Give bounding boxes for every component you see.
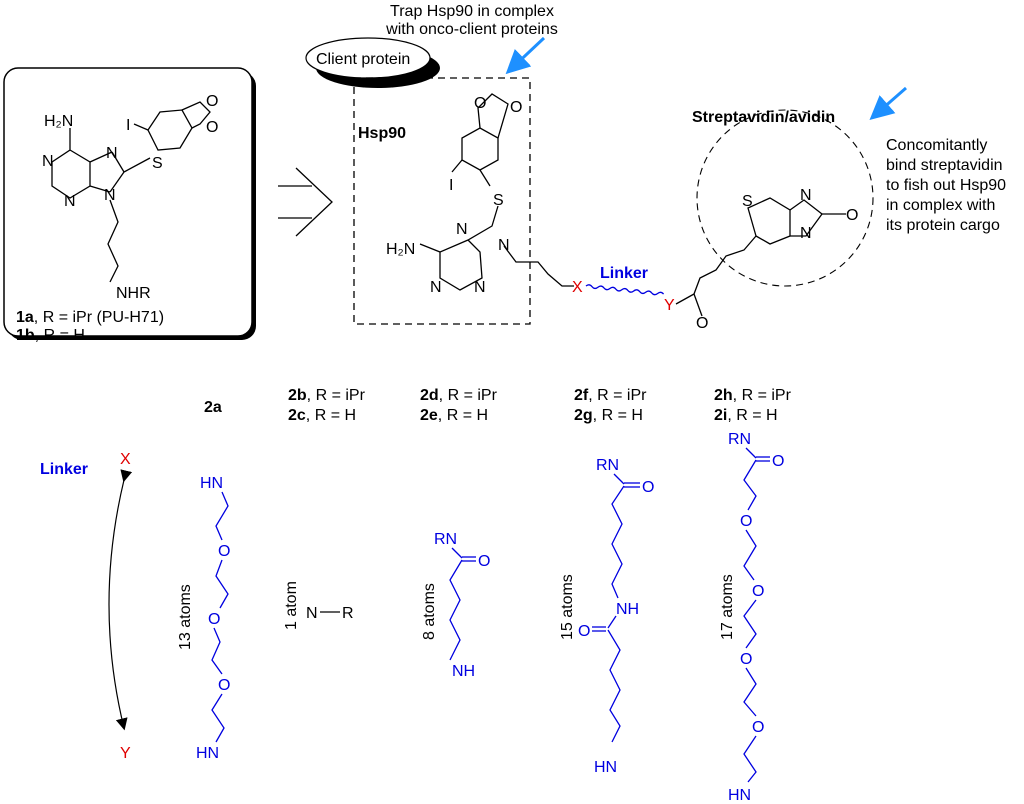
svg-text:N: N: [42, 153, 54, 170]
client-protein-ellipse: Client protein: [305, 37, 440, 88]
svg-text:HN: HN: [200, 475, 223, 492]
svg-text:O: O: [578, 623, 590, 640]
atom-count-2a: 13 atoms: [177, 584, 194, 650]
compound-2d-label: 2d, R = iPr: [420, 387, 498, 404]
linker-2bc-structure: N R: [306, 605, 354, 622]
svg-text:O: O: [752, 719, 764, 736]
svg-text:O: O: [206, 93, 218, 110]
svg-text:O: O: [740, 513, 752, 530]
svg-text:N: N: [430, 279, 442, 296]
biotin-structure: S N N O O: [675, 187, 858, 332]
compound-2e-label: 2e, R = H: [420, 407, 488, 424]
bind-note: Concomitantly bind streptavidin to fish …: [886, 137, 1006, 234]
svg-text:O: O: [740, 651, 752, 668]
svg-text:N: N: [456, 221, 468, 238]
svg-text:in complex with: in complex with: [886, 197, 995, 214]
svg-text:N: N: [64, 193, 76, 210]
linker-2hi-structure: RN O O O O O HN: [728, 431, 784, 804]
compound-2g-label: 2g, R = H: [574, 407, 643, 424]
atom-count-2bc: 1 atom: [283, 581, 300, 630]
svg-text:O: O: [206, 119, 218, 136]
svg-text:O: O: [478, 553, 490, 570]
compound-1b-label: 1b, R = H: [16, 327, 85, 344]
compound-2f-label: 2f, R = iPr: [574, 387, 647, 404]
svg-text:RN: RN: [596, 457, 619, 474]
hsp90-box: [353, 77, 531, 325]
svg-text:with onco-client proteins: with onco-client proteins: [385, 21, 558, 38]
compound-1-structure: H₂N N N N N S I O O NHR: [42, 93, 218, 302]
compound-1a-label: 1a, R = iPr (PU-H71): [16, 309, 164, 326]
svg-text:N: N: [498, 237, 510, 254]
compound-2c-label: 2c, R = H: [288, 407, 356, 424]
svg-text:N: N: [306, 605, 318, 622]
svg-text:O: O: [208, 611, 220, 628]
atom-count-2de: 8 atoms: [421, 583, 438, 640]
svg-text:N: N: [800, 187, 812, 204]
linker-2fg-structure: RN O NH O HN: [578, 457, 654, 776]
svg-text:Client protein: Client protein: [316, 51, 410, 68]
compound-2h-label: 2h, R = iPr: [714, 387, 792, 404]
reaction-arrow: [278, 167, 333, 237]
compound-2i-label: 2i, R = H: [714, 407, 778, 424]
svg-text:RN: RN: [434, 531, 457, 548]
double-arrow-icon: [108, 469, 133, 731]
svg-text:O: O: [474, 95, 486, 112]
svg-text:R: R: [342, 605, 354, 622]
compound-2a-label: 2a: [204, 399, 222, 416]
svg-text:N: N: [104, 187, 116, 204]
atom-count-2fg: 15 atoms: [559, 574, 576, 640]
linker-wavy-line: [585, 284, 665, 296]
linker-label: Linker: [600, 265, 648, 282]
svg-text:N: N: [800, 225, 812, 242]
svg-text:HN: HN: [594, 759, 617, 776]
svg-text:NHR: NHR: [116, 285, 151, 302]
linker-key-y: Y: [120, 745, 131, 762]
svg-text:bind streptavidin: bind streptavidin: [886, 157, 1003, 174]
linker-2de-structure: RN O NH: [434, 531, 490, 680]
linker-key-label: Linker: [40, 461, 88, 478]
svg-text:H₂N: H₂N: [386, 241, 415, 258]
svg-text:to fish out Hsp90: to fish out Hsp90: [886, 177, 1006, 194]
svg-text:O: O: [772, 453, 784, 470]
streptavidin-circle: [696, 109, 874, 287]
compound-1-panel: H₂N N N N N S I O O NHR 1a, R = iPr (PU-…: [3, 67, 256, 344]
compound-2b-label: 2b, R = iPr: [288, 387, 366, 404]
linker-key-x: X: [120, 451, 131, 468]
streptavidin-label: Streptavidin/avidin: [692, 109, 835, 126]
svg-text:NH: NH: [452, 663, 475, 680]
trap-note: Trap Hsp90 in complex: [390, 3, 554, 20]
svg-text:N: N: [474, 279, 486, 296]
svg-text:O: O: [752, 583, 764, 600]
svg-text:S: S: [152, 155, 163, 172]
svg-text:I: I: [126, 117, 130, 134]
y-label: Y: [664, 297, 675, 314]
svg-text:HN: HN: [196, 745, 219, 762]
atom-count-2hi: 17 atoms: [719, 574, 736, 640]
svg-text:O: O: [696, 315, 708, 332]
x-label: X: [572, 279, 583, 296]
svg-text:O: O: [642, 479, 654, 496]
trap-arrow-icon: [505, 36, 546, 75]
svg-text:N: N: [106, 145, 118, 162]
svg-text:Concomitantly: Concomitantly: [886, 137, 987, 154]
svg-text:O: O: [218, 677, 230, 694]
linker-2a-structure: HN O O O HN: [196, 475, 230, 762]
svg-text:S: S: [493, 192, 504, 209]
svg-text:RN: RN: [728, 431, 751, 448]
svg-text:H₂N: H₂N: [44, 113, 73, 130]
svg-text:O: O: [846, 207, 858, 224]
svg-text:S: S: [742, 193, 753, 210]
svg-text:NH: NH: [616, 601, 639, 618]
hsp90-label: Hsp90: [358, 125, 406, 142]
probe-structure: O O I S N N H₂N N N: [386, 93, 574, 296]
bind-arrow-icon: [869, 86, 907, 120]
svg-text:HN: HN: [728, 787, 751, 804]
svg-text:O: O: [218, 543, 230, 560]
svg-text:its protein cargo: its protein cargo: [886, 217, 1000, 234]
svg-text:I: I: [449, 177, 453, 194]
svg-text:O: O: [510, 99, 522, 116]
